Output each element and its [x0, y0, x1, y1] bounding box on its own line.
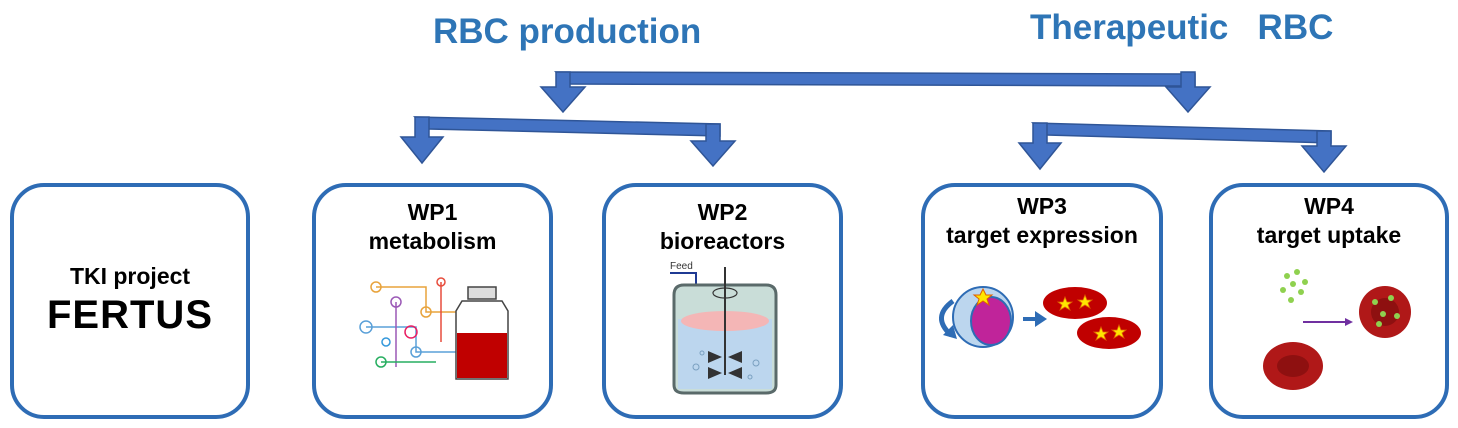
arrow-down-wp1: [399, 116, 445, 165]
therapeutic-connector-bar: [1030, 122, 1332, 144]
top-connector-bar: [553, 71, 1196, 87]
arrow-down-wp3: [1017, 122, 1063, 171]
bioreactor-illustration: Feed: [670, 261, 778, 395]
tki-project-name: FERTUS: [47, 293, 213, 337]
culture-bottle-icon: [455, 286, 509, 380]
wp1-title: metabolism: [368, 228, 497, 254]
target-uptake-illustration: [1263, 269, 1411, 390]
arrow-down-production: [539, 71, 587, 114]
metabolic-network-icon: [359, 277, 466, 368]
wp2-id: WP2: [697, 199, 748, 225]
target-star-icon: [972, 287, 994, 307]
rbc-ellipse-1: [1043, 287, 1107, 319]
wp4-box: WP4 target uptake: [1209, 183, 1449, 419]
impeller-icon: [708, 351, 742, 379]
heading-therapeutic-rbc: Therapeutic RBC: [1030, 8, 1334, 47]
wp2-box: WP2 bioreactors Feed: [602, 183, 843, 419]
arrow-right-icon: [1023, 311, 1047, 327]
arrow-down-wp2: [689, 123, 737, 168]
tki-project-label: TKI project: [69, 263, 191, 289]
cell-nucleus: [970, 296, 1012, 346]
wp3-id: WP3: [1017, 193, 1067, 219]
metabolism-illustration: [359, 277, 509, 380]
wp4-id: WP4: [1304, 193, 1354, 219]
wp1-id: WP1: [407, 199, 458, 225]
feed-label: Feed: [670, 261, 693, 272]
arrow-down-wp4: [1300, 130, 1348, 174]
target-particles-icon: [1280, 269, 1308, 303]
wp1-box: WP1 metabolism: [312, 183, 553, 419]
wp3-box: WP3 target expression: [921, 183, 1163, 419]
wp2-title: bioreactors: [659, 228, 786, 254]
production-connector-bar: [412, 116, 721, 137]
target-expression-illustration: [939, 286, 1141, 349]
arrow-down-therapeutic: [1164, 71, 1212, 114]
heading-rbc-production: RBC production: [433, 12, 702, 51]
rbc-ellipse-2: [1077, 317, 1141, 349]
tki-project-box: TKI project FERTUS: [10, 183, 250, 419]
wp4-title: target uptake: [1256, 222, 1402, 248]
wp3-title: target expression: [946, 222, 1138, 248]
